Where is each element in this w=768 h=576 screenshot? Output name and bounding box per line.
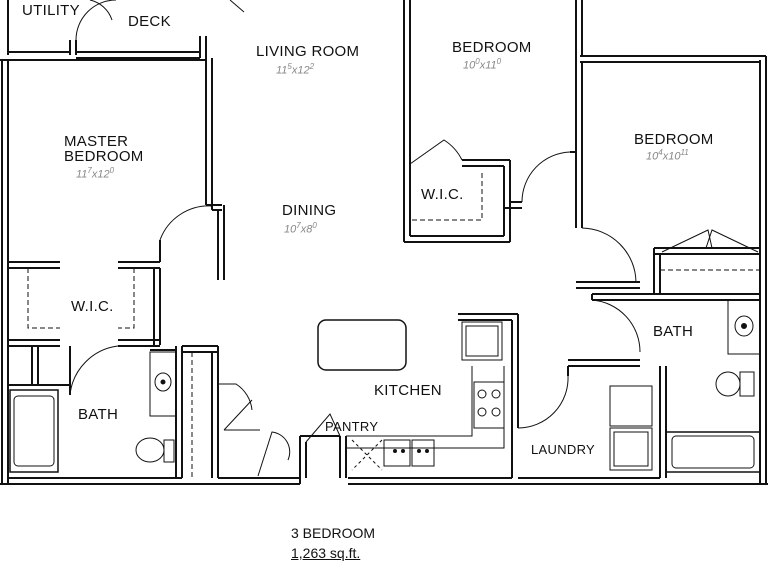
bedroom-3-walls bbox=[575, 62, 760, 301]
living-room-dimensions: 115x122 bbox=[276, 62, 315, 77]
utility-deck-walls bbox=[8, 0, 245, 60]
pantry-label: PANTRY bbox=[325, 419, 379, 434]
master-bedroom-label-line2: BEDROOM bbox=[64, 148, 144, 165]
wic-master-label: W.I.C. bbox=[71, 298, 114, 315]
hall-closet-walls bbox=[182, 345, 300, 479]
pantry-walls bbox=[299, 413, 341, 484]
bedroom-3-label: BEDROOM bbox=[634, 131, 714, 148]
dining-dimensions: 107x80 bbox=[284, 221, 317, 236]
master-bedroom-walls bbox=[8, 58, 225, 345]
square-footage-caption: 1,263 sq.ft. bbox=[291, 545, 361, 561]
exterior-walls bbox=[0, 0, 768, 485]
wic-bedroom-2-label: W.I.C. bbox=[421, 186, 464, 203]
laundry-label: LAUNDRY bbox=[531, 442, 595, 457]
bedroom-2-walls bbox=[403, 0, 583, 243]
master-wic-walls bbox=[8, 268, 160, 396]
bedroom-count-caption: 3 BEDROOM bbox=[291, 525, 376, 541]
bath-2-walls bbox=[568, 294, 761, 478]
dining-label: DINING bbox=[282, 202, 337, 219]
master-bath-label: BATH bbox=[78, 406, 119, 423]
laundry-walls bbox=[511, 366, 660, 479]
master-bedroom-dimensions: 117x120 bbox=[76, 166, 115, 181]
bedroom-2-label: BEDROOM bbox=[452, 39, 532, 56]
deck-label: DECK bbox=[128, 13, 171, 30]
bath-2-label: BATH bbox=[653, 323, 694, 340]
kitchen-walls bbox=[317, 313, 519, 479]
bedroom-2-dimensions: 100x110 bbox=[463, 57, 502, 72]
master-bedroom-label-line1: MASTER bbox=[64, 133, 129, 150]
utility-label: UTILITY bbox=[22, 2, 80, 19]
kitchen-label: KITCHEN bbox=[374, 382, 442, 399]
master-bath-walls bbox=[7, 346, 183, 484]
living-room-label: LIVING ROOM bbox=[256, 43, 360, 60]
bedroom-3-dimensions: 104x1011 bbox=[646, 148, 689, 163]
